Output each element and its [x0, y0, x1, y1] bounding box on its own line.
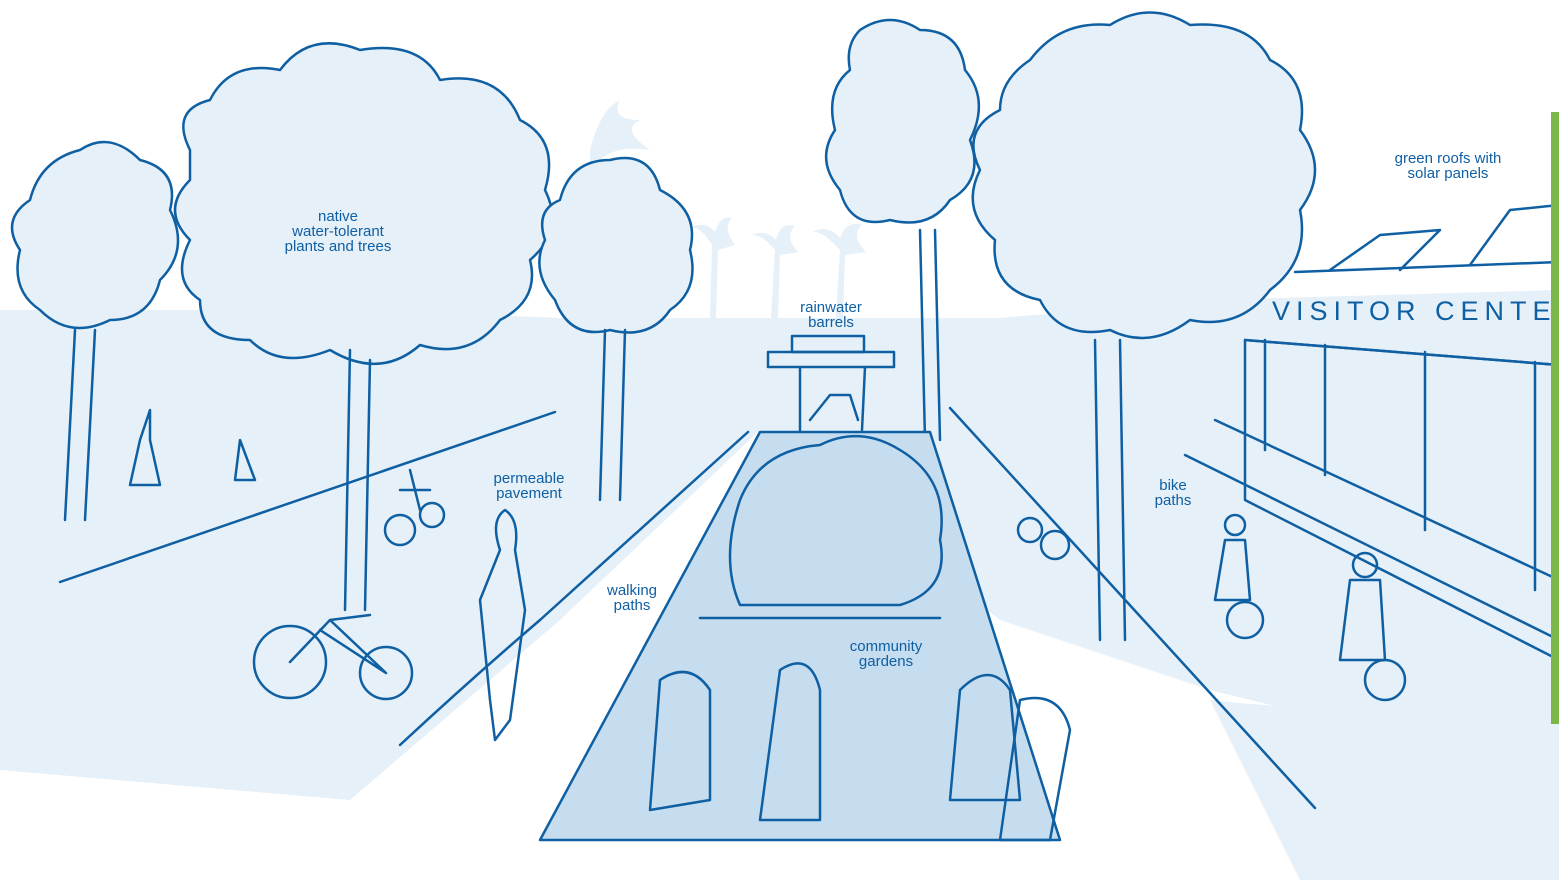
label-line: bike: [1159, 477, 1187, 494]
tree-large-right: [971, 11, 1317, 642]
label-walking-paths: walking paths: [590, 583, 674, 613]
label-line: plants and trees: [284, 238, 392, 255]
label-native-plants: native water-tolerant plants and trees: [268, 209, 408, 254]
label-line: rainwater: [800, 299, 862, 316]
label-line: community: [849, 638, 923, 655]
tree-mid-left: [538, 156, 694, 502]
label-line: solar panels: [1407, 165, 1489, 182]
label-bike-paths: bike paths: [1138, 478, 1208, 508]
label-line: green roofs with: [1394, 150, 1502, 167]
label-line: paths: [1154, 492, 1192, 509]
label-line: barrels: [808, 314, 854, 331]
label-community-gardens: community gardens: [830, 639, 942, 669]
label-line: paths: [613, 597, 651, 614]
community-garden-bed: [538, 430, 1062, 842]
rainwater-barrels: [766, 334, 896, 432]
tree-mid-right: [824, 18, 981, 442]
label-line: water-tolerant: [292, 223, 384, 240]
label-green-roofs: green roofs with solar panels: [1378, 151, 1518, 181]
label-line: walking: [606, 582, 658, 599]
label-line: native: [317, 208, 359, 225]
palm-trees-background: [590, 100, 866, 320]
tree-left-edge: [10, 140, 180, 522]
accent-bar: [1551, 112, 1559, 724]
label-line: gardens: [858, 653, 914, 670]
people-and-bikes: [128, 408, 1407, 842]
visitor-center-building: [1243, 203, 1559, 662]
visitor-center-sign: VISITOR CENTER: [1272, 296, 1559, 326]
label-line: permeable: [493, 470, 565, 487]
label-permeable-pavement: permeable pavement: [468, 471, 590, 501]
tree-large-left: [173, 42, 554, 612]
ground-fill: [0, 290, 1559, 880]
label-line: pavement: [496, 485, 562, 502]
path-lines: [58, 406, 1559, 810]
label-rainwater-barrels: rainwater barrels: [782, 300, 880, 330]
